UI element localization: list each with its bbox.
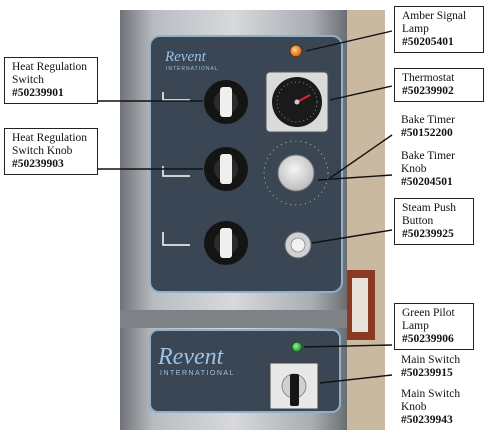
main-switch-knob-part: #50239943 — [401, 414, 453, 426]
amber-signal-lamp — [289, 44, 303, 58]
heat-regulation-switch-2[interactable] — [162, 147, 248, 191]
callout-heat-regulation-switch: Heat Regulation Switch #50239901 — [4, 57, 98, 104]
cabinet-divider — [120, 310, 347, 328]
door-window — [352, 278, 368, 332]
main-switch-name: Main Switch — [401, 354, 461, 366]
callout-thermostat: Thermostat #50239902 — [394, 68, 484, 102]
panel-logo: Revent — [164, 49, 207, 65]
amber-lamp-part: #50205401 — [402, 36, 454, 48]
thermostat-ticks — [276, 81, 318, 123]
thermostat-name: Thermostat — [402, 72, 455, 84]
bake-timer-knob-name: Bake Timer Knob — [401, 150, 455, 175]
green-pilot-lamp — [291, 341, 303, 353]
amber-lamp-name: Amber Signal Lamp — [402, 10, 467, 35]
callout-main-switch: Main Switch #50239915 Main Switch Knob #… — [394, 352, 488, 430]
main-switch-knob-name: Main Switch Knob — [401, 388, 461, 413]
main-switch-part: #50239915 — [401, 367, 453, 379]
bake-timer-knob[interactable] — [277, 154, 315, 192]
heat-switch-part: #50239901 — [12, 87, 64, 99]
heat-regulation-switch-1[interactable] — [162, 80, 248, 124]
callout-bake-timer: Bake Timer #50152200 Bake Timer Knob #50… — [394, 112, 488, 192]
heat-regulation-switch-3[interactable] — [162, 221, 248, 265]
panel-logo-sub: INTERNATIONAL — [166, 66, 219, 72]
bake-timer-scale — [263, 140, 329, 206]
callout-steam-push-button: Steam Push Button #50239925 — [394, 198, 474, 245]
leader-lines — [96, 30, 393, 384]
green-lamp-name: Green Pilot Lamp — [402, 307, 455, 332]
thermostat-part: #50239902 — [402, 85, 454, 97]
callout-green-pilot-lamp: Green Pilot Lamp #50239906 — [394, 303, 474, 350]
heat-switch-name: Heat Regulation Switch — [12, 61, 88, 86]
wall-right — [345, 10, 385, 430]
heat-knob-part: #50239903 — [12, 158, 64, 170]
steam-button-cap — [290, 237, 306, 253]
bake-timer-name: Bake Timer — [401, 114, 455, 126]
steam-button-name: Steam Push Button — [402, 202, 456, 227]
base-logo-sub: INTERNATIONAL — [160, 370, 235, 377]
callout-amber-signal-lamp: Amber Signal Lamp #50205401 — [394, 6, 484, 53]
steam-button-part: #50239925 — [402, 228, 454, 240]
green-lamp-part: #50239906 — [402, 333, 454, 345]
bake-timer-knob-part: #50204501 — [401, 176, 453, 188]
thermostat-hub — [294, 99, 300, 105]
heat-knob-name: Heat Regulation Switch Knob — [12, 132, 88, 157]
bake-timer-part: #50152200 — [401, 127, 453, 139]
main-switch-knob[interactable] — [290, 374, 299, 406]
callout-heat-regulation-switch-knob: Heat Regulation Switch Knob #50239903 — [4, 128, 98, 175]
base-logo: Revent — [157, 344, 225, 370]
